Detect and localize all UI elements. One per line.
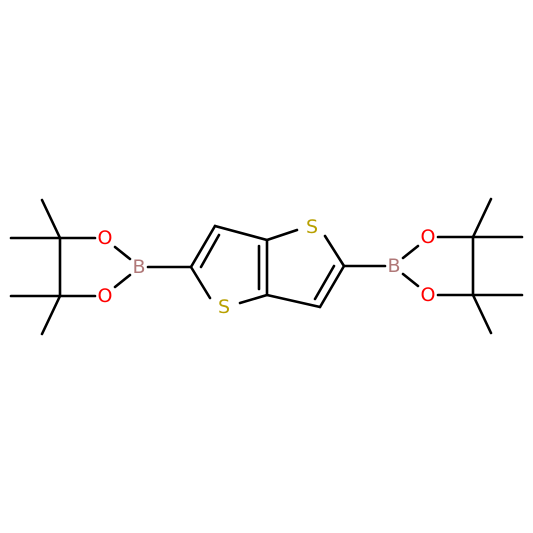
bond-c5-c6-inner	[313, 264, 336, 301]
bond-c2-c3	[189, 224, 217, 269]
core-bonds	[189, 224, 346, 309]
atom-b-right: B	[387, 255, 400, 277]
atom-s-top: S	[306, 216, 318, 238]
atom-o-right-bottom: O	[421, 284, 436, 306]
bond-c6-c6a	[265, 293, 322, 309]
atom-b-left: B	[132, 256, 145, 278]
atom-o-left-bottom: O	[98, 285, 113, 307]
bond-b-o-left-top	[113, 245, 132, 261]
bond-methyl-right-1	[471, 197, 493, 239]
bond-methyl-left-4	[40, 294, 62, 336]
bond-c3a-s4	[265, 228, 299, 242]
bond-c3-c3a	[213, 224, 269, 242]
atom-o-right-top: O	[421, 226, 436, 248]
atom-s-bottom: S	[218, 296, 230, 318]
bond-b-o-left-bottom	[113, 273, 132, 289]
atom-labels: S S B B O O O O	[98, 216, 436, 318]
bond-methyl-right-4	[471, 293, 493, 335]
bond-b-o-right-bottom	[401, 272, 420, 288]
bond-methyl-left-1	[40, 198, 62, 240]
bond-b-o-right-top	[401, 244, 420, 260]
left-boronate-bonds	[9, 198, 193, 336]
bond-s4-c5	[323, 234, 346, 268]
bond-c2-c3-inner	[199, 233, 221, 269]
bond-c6a-s1	[238, 293, 269, 305]
bond-s1-c2	[189, 265, 212, 300]
bond-c5-c6	[318, 264, 346, 309]
atom-o-left-top: O	[98, 227, 113, 249]
right-boronate-bonds	[342, 197, 524, 335]
